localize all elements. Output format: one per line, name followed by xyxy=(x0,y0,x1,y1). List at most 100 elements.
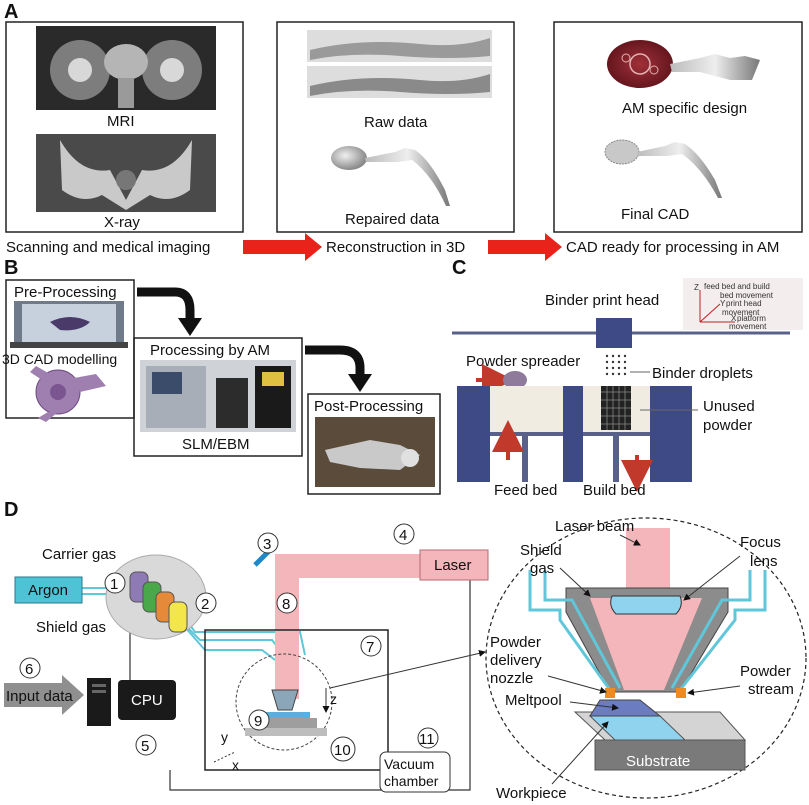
vacuum-label-1: Vacuum xyxy=(384,756,434,772)
num-7: 7 xyxy=(366,639,374,656)
unused-powder-label-1: Unused xyxy=(703,398,755,415)
num-1: 1 xyxy=(110,576,118,593)
laser-box xyxy=(419,549,489,581)
middle-wall xyxy=(563,386,583,482)
panel-a: A MRI X-ray Raw data xyxy=(4,1,803,261)
axis-legend xyxy=(683,278,803,330)
build-platform xyxy=(583,432,650,436)
print-head-label: Binder print head xyxy=(545,292,659,309)
detail-powder-right xyxy=(676,688,686,698)
xray-label: X-ray xyxy=(104,214,140,231)
repaired-implant xyxy=(331,146,450,206)
argon-box xyxy=(14,576,83,604)
panel-b: B Pre-Processing 3D CAD modelling Proces… xyxy=(2,257,441,495)
legend-text-4: movement xyxy=(722,308,760,317)
mri-label: MRI xyxy=(107,113,135,130)
pre-processing-label: Pre-Processing xyxy=(14,284,117,301)
shield-gas-label: Shield gas xyxy=(36,619,106,636)
legend-text-5: platform xyxy=(737,314,766,323)
detail-powder-left xyxy=(605,688,615,698)
shield-gas-detail-1: Shield xyxy=(520,542,562,559)
raw-data-scan-1 xyxy=(307,30,492,62)
black-arrow-2 xyxy=(305,345,365,376)
xray-image xyxy=(36,134,216,212)
laser-beam-leader xyxy=(619,534,641,546)
step-cad-label: CAD ready for processing in AM xyxy=(566,239,779,256)
workpiece-leader xyxy=(551,721,609,785)
num-11-circle xyxy=(417,727,439,749)
laser-label: Laser xyxy=(434,557,472,574)
workpiece-label: Workpiece xyxy=(496,785,567,802)
raw-data-scan-2 xyxy=(307,66,492,98)
num-3: 3 xyxy=(263,536,271,553)
nozzle-label-3: nozzle xyxy=(490,670,533,687)
step-scanning-label: Scanning and medical imaging xyxy=(6,239,210,256)
legend-y: Y xyxy=(720,299,726,308)
slm-ebm-label: SLM/EBM xyxy=(182,436,250,453)
axis-legend-lines xyxy=(699,290,735,323)
detail-substrate-side xyxy=(594,739,746,771)
black-arrow-1 xyxy=(137,287,195,320)
final-cad-label: Final CAD xyxy=(621,206,690,223)
printed-part-grid xyxy=(601,386,631,430)
post-processing-photo xyxy=(315,417,435,487)
num-6-circle xyxy=(19,657,41,679)
step-reconstruction-label: Reconstruction in 3D xyxy=(326,239,465,256)
num-10: 10 xyxy=(334,742,351,759)
cad-model-purple xyxy=(30,366,106,422)
processing-box xyxy=(133,337,303,457)
laptop-photo xyxy=(10,301,128,348)
panel-c: C Z feed bed and build bed movement Y pr… xyxy=(452,257,803,499)
am-machine-photo xyxy=(140,360,296,432)
num-3-circle xyxy=(257,532,279,554)
small-nozzle xyxy=(271,689,299,711)
tower-slot-2 xyxy=(92,690,106,693)
powder-spreader-roller xyxy=(503,371,527,389)
detail-workpiece xyxy=(589,699,662,717)
vacuum-chamber-box xyxy=(204,629,389,771)
unused-powder-label-2: powder xyxy=(703,417,752,434)
num-2-circle xyxy=(195,592,217,614)
num-10-circle xyxy=(330,736,356,762)
powder-spreader-label: Powder spreader xyxy=(466,353,580,370)
detail-focus-lens xyxy=(610,595,682,615)
laser-beam-label: Laser beam xyxy=(555,518,634,535)
black-arrow-2-head xyxy=(348,374,372,392)
num-6: 6 xyxy=(25,661,33,678)
vacuum-label-box xyxy=(379,751,451,793)
right-wall xyxy=(650,386,692,482)
mri-image xyxy=(36,26,216,110)
feed-bed-label: Feed bed xyxy=(494,482,557,499)
red-arrow-2 xyxy=(488,233,562,261)
feed-powder xyxy=(490,386,563,432)
binder-droplets-label: Binder droplets xyxy=(652,365,753,382)
laser-horizontal-beam xyxy=(275,554,435,578)
feed-platform xyxy=(490,432,563,436)
final-cad-implant xyxy=(604,139,722,198)
axis-x-label: x xyxy=(232,757,239,773)
small-substrate xyxy=(255,718,317,728)
carrier-gas-label: Carrier gas xyxy=(42,546,116,563)
cad-modelling-label: 3D CAD modelling xyxy=(2,351,117,367)
feed-piston xyxy=(522,436,528,482)
panel-a-letter: A xyxy=(4,1,18,23)
panel-c-letter: C xyxy=(452,257,466,279)
left-wall xyxy=(457,386,490,482)
am-design-label: AM specific design xyxy=(622,100,747,117)
num-8-circle xyxy=(276,592,298,614)
legend-text-3: print head xyxy=(726,299,762,308)
axis-y-label: y xyxy=(221,729,228,745)
reconstruction-box xyxy=(276,21,515,233)
panel-b-letter: B xyxy=(4,257,18,279)
imaging-box xyxy=(5,21,244,233)
num-4-circle xyxy=(393,523,415,545)
nozzle-label-2: delivery xyxy=(490,652,542,669)
gas-cylinders xyxy=(129,571,188,633)
powder-stream-label-2: stream xyxy=(748,681,794,698)
post-processing-label: Post-Processing xyxy=(314,398,423,415)
focus-lens-label-1: Focus xyxy=(740,534,781,551)
num-5: 5 xyxy=(141,738,149,755)
build-piston xyxy=(613,436,619,482)
binder-droplet-dots xyxy=(605,354,627,376)
